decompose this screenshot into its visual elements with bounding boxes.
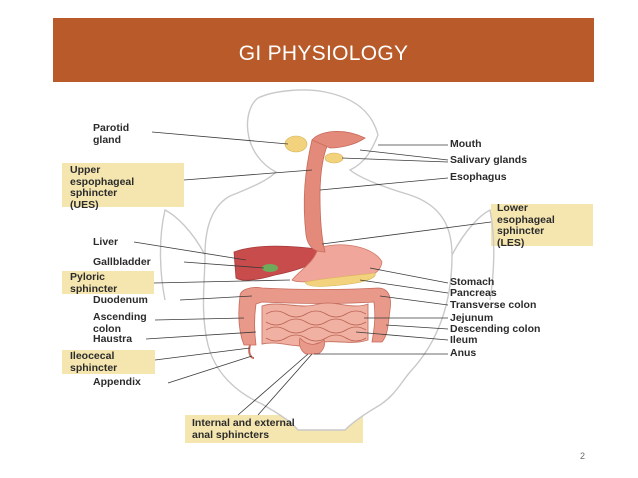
page-number: 2 bbox=[580, 451, 586, 461]
parotid-gland-shape bbox=[284, 135, 308, 153]
label-upper-esophageal-sphincter: Upper espophageal sphincter (UES) bbox=[70, 164, 135, 211]
label-pyloric-sphincter: Pyloric sphincter bbox=[70, 271, 118, 295]
label-liver: Liver bbox=[93, 236, 119, 248]
pharynx-shape bbox=[311, 131, 366, 149]
esophagus-shape bbox=[303, 139, 331, 253]
pyloric-highlight-box bbox=[62, 271, 154, 294]
rectum-shape bbox=[299, 337, 325, 355]
salivary-gland-shape bbox=[324, 152, 344, 164]
label-transverse-colon: Transverse colon bbox=[450, 299, 537, 311]
label-ileum: Ileum bbox=[450, 334, 478, 346]
leader-lines bbox=[133, 131, 492, 416]
label-duodenum: Duodenum bbox=[93, 294, 148, 306]
pancreas-shape bbox=[304, 272, 376, 287]
small-intestine-coils bbox=[261, 302, 369, 347]
title-bar: GI PHYSIOLOGY bbox=[53, 18, 594, 82]
label-ileocecal-sphincter: Ileocecal sphincter bbox=[70, 350, 118, 374]
label-pancreas: Pancreas bbox=[450, 287, 497, 299]
label-esophagus: Esophagus bbox=[450, 171, 507, 183]
label-salivary-glands: Salivary glands bbox=[450, 154, 528, 166]
label-appendix: Appendix bbox=[93, 376, 141, 388]
ues-highlight-box bbox=[62, 163, 184, 207]
intestine-folds bbox=[265, 310, 367, 342]
appendix-shape bbox=[248, 344, 255, 359]
label-ascending-colon: Ascending colon bbox=[93, 311, 147, 335]
label-gallbladder: Gallbladder bbox=[93, 256, 151, 268]
colon-shape bbox=[238, 287, 391, 346]
label-parotid-gland: Parotid gland bbox=[93, 122, 130, 146]
label-haustra: Haustra bbox=[93, 333, 133, 345]
label-mouth: Mouth bbox=[450, 138, 482, 150]
label-stomach: Stomach bbox=[450, 276, 495, 288]
les-highlight-box bbox=[491, 204, 593, 246]
gallbladder-shape bbox=[262, 264, 278, 272]
label-descending-colon: Descending colon bbox=[450, 323, 541, 335]
label-anus: Anus bbox=[450, 347, 477, 359]
label-anal-sphincters: Internal and external anal sphincters bbox=[192, 417, 295, 441]
ileocecal-highlight-box bbox=[62, 350, 155, 374]
label-lower-esophageal-sphincter: Lower esophageal sphincter (LES) bbox=[497, 202, 555, 249]
label-jejunum: Jejunum bbox=[450, 312, 494, 324]
slide-title: GI PHYSIOLOGY bbox=[238, 42, 409, 65]
